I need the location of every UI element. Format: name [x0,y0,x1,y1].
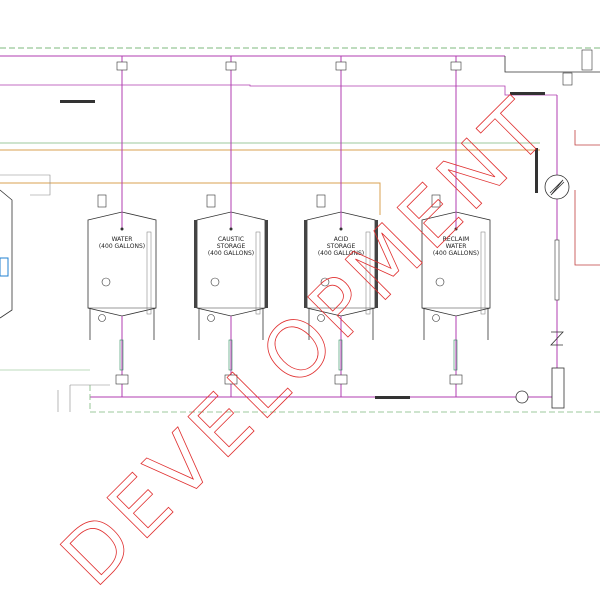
level-gauge [146,231,152,315]
pump-icon [515,390,529,404]
outlet-valve-icon [115,374,129,385]
valve-actuator-icon [335,61,347,71]
pressure-gauge-icon [317,314,325,322]
tag-bar-2 [60,100,95,103]
outlet-sightglass [453,339,458,371]
tank-label: RECLAIM [443,236,470,243]
outlet-valve-icon [449,374,463,385]
pressure-gauge-icon [432,314,440,322]
outlet-sightglass [228,339,233,371]
tag-bar-4 [535,148,538,193]
inlet-valve-icon [431,194,441,208]
tank-label: WATER [446,243,467,250]
outlet-sightglass [119,339,124,371]
valve-actuator-icon [225,61,237,71]
tank-label: (400 GALLONS) [208,250,254,257]
valve-actuator-icon [450,61,462,71]
temperature-gauge-icon [320,277,330,287]
tank-label: STORAGE [217,243,246,250]
level-gauge [255,231,261,315]
utility-line-2 [0,182,381,215]
tank: WATER(400 GALLONS) [87,56,157,397]
pressure-gauge-icon [98,314,106,322]
pressure-gauge-icon [207,314,215,322]
inlet-valve-icon [206,194,216,208]
tank-jacket [375,220,378,308]
temperature-gauge-icon [210,277,220,287]
supply-line [0,174,51,196]
cooling-return [574,130,600,146]
outlet-valve-icon [224,374,238,385]
check-valve-icon [550,331,564,346]
inlet-valve-icon [316,194,326,208]
cooling-return-2 [574,190,600,266]
tank-jacket [304,220,307,308]
spray-ball-icon [120,227,124,231]
tank-label: CAUSTIC [218,236,244,243]
process-line-right [504,56,600,73]
tank-jacket [265,220,268,308]
inlet-valve-icon [97,194,107,208]
return-line [0,84,557,96]
flow-meter [554,239,560,301]
tank-label: (400 GALLONS) [433,250,479,257]
left-instrument [0,257,9,277]
strainer-icon [551,367,565,409]
spray-ball-icon [229,227,233,231]
temperature-gauge-icon [435,277,445,287]
tank-label: (400 GALLONS) [318,250,364,257]
right-equipment [60,49,593,409]
spray-ball-icon [454,227,458,231]
outlet-sightglass [338,339,343,371]
tank-label: STORAGE [327,243,356,250]
spray-ball-icon [339,227,343,231]
control-valve [562,72,573,86]
temperature-gauge-icon [101,277,111,287]
valve-actuator-icon [116,61,128,71]
tag-bar-3 [375,396,410,399]
tank-label: WATER [112,236,133,243]
filter-housing [581,49,593,71]
tank-label: ACID [334,236,349,243]
level-gauge [365,231,371,315]
tank-label: (400 GALLONS) [99,243,145,250]
level-gauge [480,231,486,315]
left-frame [0,189,13,319]
drain-line-bottom [89,385,600,413]
heat-exchanger-coil [549,179,565,196]
tank-jacket [194,220,197,308]
tag-bar [510,92,545,95]
outlet-valve-icon [334,374,348,385]
